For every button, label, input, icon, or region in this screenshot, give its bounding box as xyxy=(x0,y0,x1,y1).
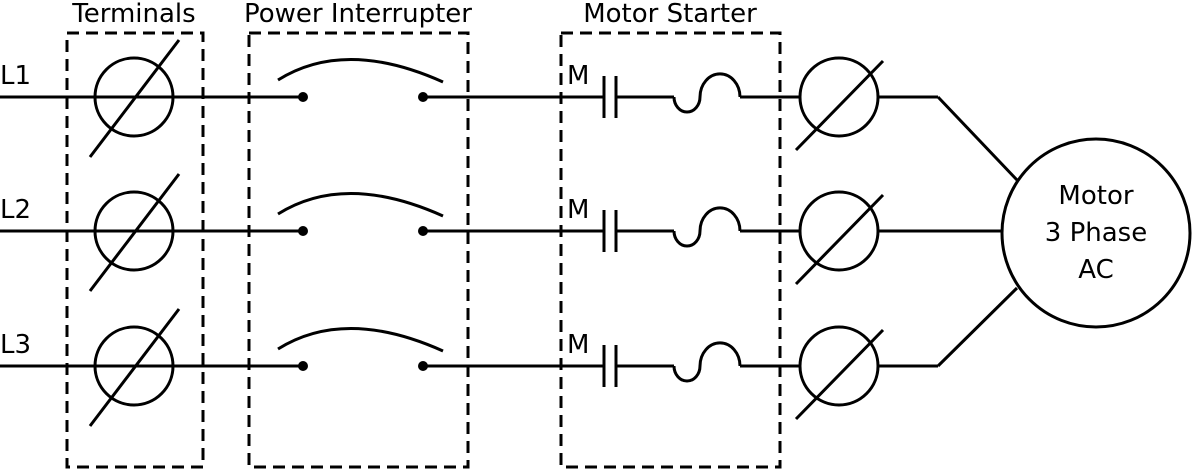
line-3: L3 M xyxy=(0,286,1019,427)
line-label-l1: L1 xyxy=(0,61,31,91)
switch-blade xyxy=(277,192,444,218)
line-label-l2: L2 xyxy=(0,195,31,225)
wire-diag-to-motor xyxy=(936,95,1019,182)
switch-pivot xyxy=(298,226,308,236)
terminal-symbol-out xyxy=(798,190,880,272)
overload-symbol xyxy=(672,341,742,383)
terminal-symbol-out xyxy=(798,56,880,138)
terminal-slash-out xyxy=(794,59,885,152)
terminal-slash xyxy=(88,173,181,292)
motor-circle xyxy=(1000,137,1192,329)
contact-label-m: M xyxy=(567,61,589,91)
contact-label-m: M xyxy=(567,330,589,360)
terminals-box xyxy=(65,31,205,469)
line-label-l3: L3 xyxy=(0,330,31,360)
terminal-symbol xyxy=(93,56,175,138)
overload-symbol xyxy=(672,72,742,114)
terminal-slash-out xyxy=(794,193,885,286)
power-interrupter-title: Power Interrupter xyxy=(244,0,472,29)
terminal-slash-out xyxy=(794,328,885,421)
motor-label-line1: Motor xyxy=(1058,181,1133,211)
terminal-symbol-out xyxy=(798,325,880,407)
line-1: L1 M xyxy=(0,39,1019,182)
motor-label-line3: AC xyxy=(1078,255,1113,285)
terminal-slash xyxy=(88,308,181,427)
terminals-title: Terminals xyxy=(71,0,195,29)
switch-blade xyxy=(277,327,444,353)
motor: Motor 3 Phase AC xyxy=(1000,137,1192,329)
switch-blade xyxy=(277,58,444,84)
motor-starter-title: Motor Starter xyxy=(583,0,757,29)
terminal-symbol xyxy=(93,190,175,272)
power-interrupter-box xyxy=(247,31,470,469)
line-2: L2 M xyxy=(0,173,1002,292)
motor-starter-box xyxy=(559,31,782,469)
terminal-symbol xyxy=(93,325,175,407)
wire-diag-to-motor xyxy=(936,286,1019,368)
switch-pivot xyxy=(298,361,308,371)
contact-label-m: M xyxy=(567,195,589,225)
switch-pivot xyxy=(298,92,308,102)
motor-label-line2: 3 Phase xyxy=(1045,218,1147,248)
terminal-slash xyxy=(88,39,181,158)
overload-symbol xyxy=(672,206,742,248)
